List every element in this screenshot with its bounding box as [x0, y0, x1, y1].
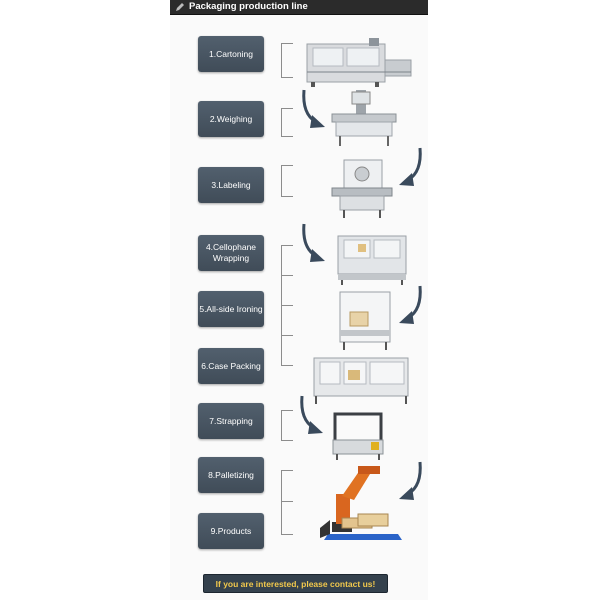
strapping-machine-image	[332, 412, 384, 460]
checkweigher-image	[331, 90, 397, 146]
step-label: 9.Products	[210, 525, 252, 536]
step-label: 1.Cartoning	[209, 48, 253, 59]
connector-line	[281, 165, 282, 196]
step-case-packing[interactable]: 6.Case Packing	[198, 348, 264, 384]
palletizing-robot-image	[320, 466, 402, 540]
step-all-side-ironing[interactable]: 5.All-side Ironing	[198, 291, 264, 327]
connector-tick	[281, 108, 293, 109]
cellophane-wrapping-machine-image	[337, 235, 407, 285]
cartoning-machine-image	[306, 38, 412, 87]
curved-arrow-icon	[302, 223, 325, 262]
connector-tick	[281, 77, 293, 78]
connector-tick	[281, 275, 293, 276]
connector-tick	[281, 440, 293, 441]
step-label: 2.Weighing	[209, 113, 253, 124]
case-packing-machine-image	[313, 357, 409, 404]
connector-line	[281, 470, 282, 534]
step-label: 5.All-side Ironing	[199, 303, 263, 314]
connector-line	[281, 108, 282, 136]
connector-tick	[281, 196, 293, 197]
curved-arrow-icon	[302, 89, 325, 128]
connector-tick	[281, 305, 293, 306]
step-weighing[interactable]: 2.Weighing	[198, 101, 264, 137]
step-products[interactable]: 9.Products	[198, 513, 264, 549]
connector-tick	[281, 245, 293, 246]
connector-line	[281, 410, 282, 440]
pencil-icon	[176, 3, 184, 11]
step-label: 6.Case Packing	[201, 360, 261, 371]
step-label: 4.Cellophane Wrapping	[205, 242, 257, 263]
step-cellophane-wrapping[interactable]: 4.Cellophane Wrapping	[198, 235, 264, 271]
connector-tick	[281, 410, 293, 411]
step-palletizing[interactable]: 8.Palletizing	[198, 457, 264, 493]
labeling-machine-image	[331, 159, 393, 218]
step-cartoning[interactable]: 1.Cartoning	[198, 36, 264, 72]
contact-us-label: If you are interested, please contact us…	[215, 578, 376, 589]
connector-line	[281, 43, 282, 77]
ironing-machine-image	[339, 291, 391, 350]
step-strapping[interactable]: 7.Strapping	[198, 403, 264, 439]
connector-tick	[281, 43, 293, 44]
step-label: 3.Labeling	[211, 179, 251, 190]
connector-tick	[281, 365, 293, 366]
section-title: Packaging production line	[189, 1, 308, 12]
connector-tick	[281, 470, 293, 471]
step-label: 7.Strapping	[209, 415, 253, 426]
connector-tick	[281, 335, 293, 336]
curved-arrow-icon	[399, 461, 422, 500]
curved-arrow-icon	[399, 147, 422, 186]
curved-arrow-icon	[399, 285, 422, 324]
curved-arrow-icon	[300, 395, 323, 434]
connector-tick	[281, 136, 293, 137]
step-label: 8.Palletizing	[208, 469, 254, 480]
connector-tick	[281, 165, 293, 166]
connector-tick	[281, 501, 293, 502]
section-header: Packaging production line	[170, 0, 428, 15]
connector-tick	[281, 534, 293, 535]
contact-us-button[interactable]: If you are interested, please contact us…	[203, 574, 388, 593]
step-labeling[interactable]: 3.Labeling	[198, 167, 264, 203]
